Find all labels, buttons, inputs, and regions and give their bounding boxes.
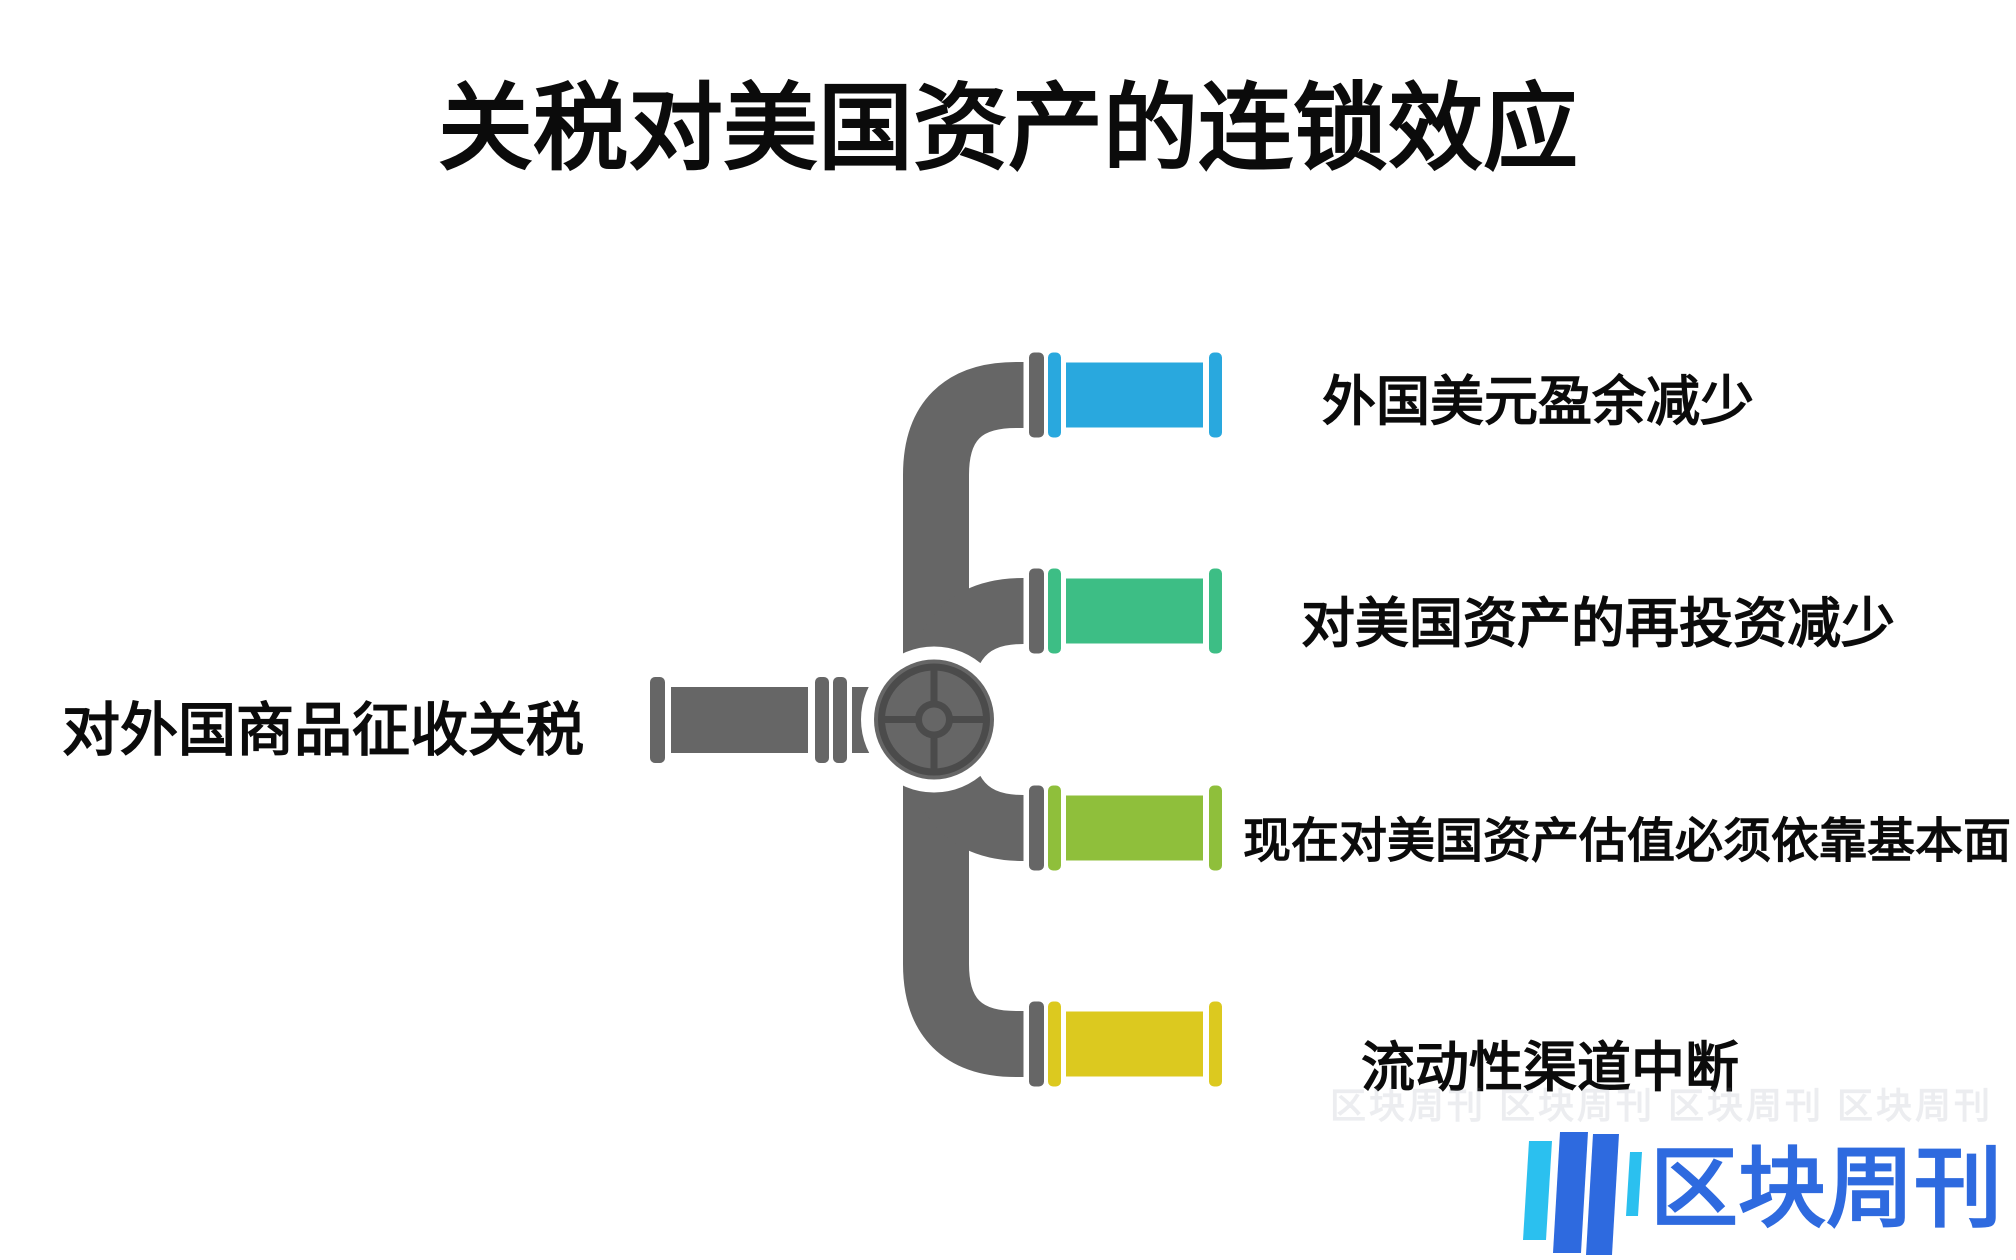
- branch-pipe-3: [1029, 785, 1222, 871]
- branch-1-gray-flange: [1029, 352, 1044, 438]
- source-label: 对外国商品征收关税: [62, 698, 585, 763]
- branch-3-color-flange: [1048, 785, 1061, 871]
- trunk-lower-elbow: [903, 700, 1024, 1077]
- logo: 区块周刊: [1523, 1132, 2002, 1255]
- logo-bar-1-icon: [1523, 1141, 1552, 1240]
- branch-2-end-flange: [1209, 568, 1222, 654]
- inlet-flange-a: [815, 677, 829, 763]
- branch-2-label: 对美国资产的再投资减少: [1301, 594, 1895, 654]
- branch-1-body: [1066, 362, 1203, 428]
- logo-bar-2-icon: [1553, 1132, 1588, 1253]
- inlet-flange-start: [650, 677, 665, 763]
- watermark-text: 区块周刊 区块周刊 区块周刊 区块周刊: [1330, 1085, 1994, 1126]
- logo-bar-3-icon: [1586, 1134, 1619, 1255]
- branch-3-end-flange: [1209, 785, 1222, 871]
- logo-text: 区块周刊: [1650, 1139, 2002, 1238]
- branch-1-label: 外国美元盈余减少: [1322, 372, 1754, 432]
- inlet-flange-b: [833, 677, 847, 763]
- branch-pipe-2: [1029, 568, 1222, 654]
- branch-4-end-flange: [1209, 1001, 1222, 1087]
- branch-2-gray-flange: [1029, 568, 1044, 654]
- branch-1-color-flange: [1048, 352, 1061, 438]
- branch-2-color-flange: [1048, 568, 1061, 654]
- branch-3-label: 现在对美国资产估值必须依靠基本面: [1243, 815, 2012, 868]
- valve-hub-inner: [922, 707, 946, 732]
- logo-tick-icon: [1626, 1152, 1642, 1216]
- branch-4-label: 流动性渠道中断: [1361, 1038, 1739, 1098]
- branch-1-end-flange: [1209, 352, 1222, 438]
- branch-2-body: [1066, 578, 1203, 644]
- page-title: 关税对美国资产的连锁效应: [437, 76, 1578, 182]
- branch-3-gray-flange: [1029, 785, 1044, 871]
- branch-pipe-4: [1029, 1001, 1222, 1087]
- branch-3-body: [1066, 795, 1203, 861]
- branch-pipe-1: [1029, 352, 1222, 438]
- branch-4-color-flange: [1048, 1001, 1061, 1087]
- branch-4-body: [1066, 1011, 1203, 1077]
- inlet-pipe-body: [671, 687, 808, 753]
- trunk-upper-elbow: [903, 362, 1024, 740]
- valve-icon: [861, 646, 1007, 793]
- branch-4-gray-flange: [1029, 1001, 1044, 1087]
